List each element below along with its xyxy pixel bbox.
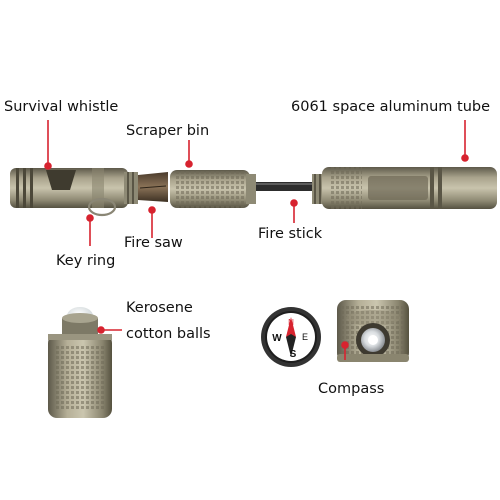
scraper-bin [170, 170, 256, 208]
label-fire-saw: Fire saw [124, 235, 183, 251]
pointer-aluminum-tube [461, 120, 469, 162]
survival-whistle [10, 168, 138, 208]
pointer-fire-stick [290, 199, 298, 223]
pointer-survival-whistle [44, 120, 52, 170]
compass-north: N [288, 318, 294, 327]
compass-west: W [272, 333, 282, 344]
label-survival-whistle: Survival whistle [4, 99, 119, 115]
pointer-kerosene [97, 326, 122, 334]
pointer-compass [341, 341, 349, 360]
compass-east: E [302, 332, 308, 342]
aluminum-tube [312, 167, 497, 209]
label-kerosene-line2: cotton balls [126, 326, 211, 342]
label-fire-stick: Fire stick [258, 226, 323, 242]
pointer-key-ring [86, 214, 94, 246]
pointer-scraper-bin [185, 140, 193, 168]
key-ring [87, 197, 117, 217]
label-aluminum-tube: 6061 space aluminum tube [291, 99, 491, 115]
fire-stick [256, 182, 316, 191]
label-kerosene-line1: Kerosene [126, 300, 193, 316]
label-scraper-bin: Scraper bin [126, 123, 210, 139]
compass-cap [337, 300, 409, 362]
kerosene-cotton-container [48, 307, 112, 418]
fire-saw [138, 172, 168, 202]
label-key-ring: Key ring [56, 253, 116, 269]
pointer-fire-saw [148, 206, 156, 238]
label-compass: Compass [318, 381, 385, 397]
compass-south: S [290, 349, 297, 360]
compass-face [261, 307, 321, 367]
